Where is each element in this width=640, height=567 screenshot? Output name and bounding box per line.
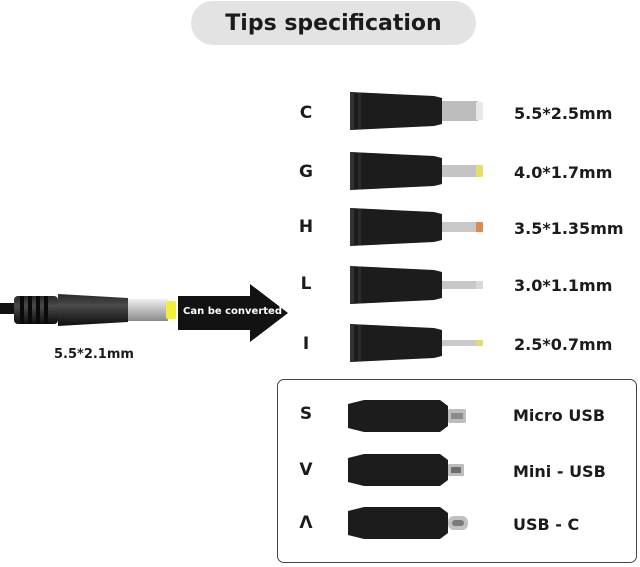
barrel-tip-image [350, 92, 483, 130]
usb-tip-box [277, 379, 637, 563]
tip-spec: 2.5*0.7mm [514, 335, 613, 354]
tip-spec: 3.0*1.1mm [514, 276, 613, 295]
arrow-icon [178, 284, 288, 342]
tip-spec: Mini - USB [513, 462, 606, 481]
tip-letter: Λ [299, 513, 313, 533]
source-plug-image [0, 294, 176, 326]
tip-spec: USB - C [513, 515, 580, 534]
micro-usb-tip-image [348, 400, 466, 432]
tip-spec: 4.0*1.7mm [514, 163, 613, 182]
tip-letter: V [299, 460, 313, 480]
tip-spec: Micro USB [513, 406, 606, 425]
barrel-tip-image [350, 208, 483, 246]
tip-spec: 3.5*1.35mm [514, 219, 624, 238]
mini-usb-tip-image [348, 454, 464, 486]
tip-letter: S [299, 404, 313, 424]
barrel-tip-image [350, 324, 483, 362]
page-title: Tips specification [191, 1, 476, 45]
tip-letter: L [300, 274, 312, 294]
tip-letter: I [302, 334, 310, 354]
arrow-label: Can be converted [183, 306, 282, 317]
tip-letter: C [299, 103, 313, 123]
tip-letter: H [298, 217, 314, 237]
usb-c-tip-image [348, 507, 468, 539]
tip-spec: 5.5*2.5mm [514, 104, 613, 123]
source-spec-label: 5.5*2.1mm [54, 347, 134, 362]
barrel-tip-image [350, 152, 483, 190]
barrel-tip-image [350, 266, 483, 304]
tip-letter: G [299, 162, 313, 182]
